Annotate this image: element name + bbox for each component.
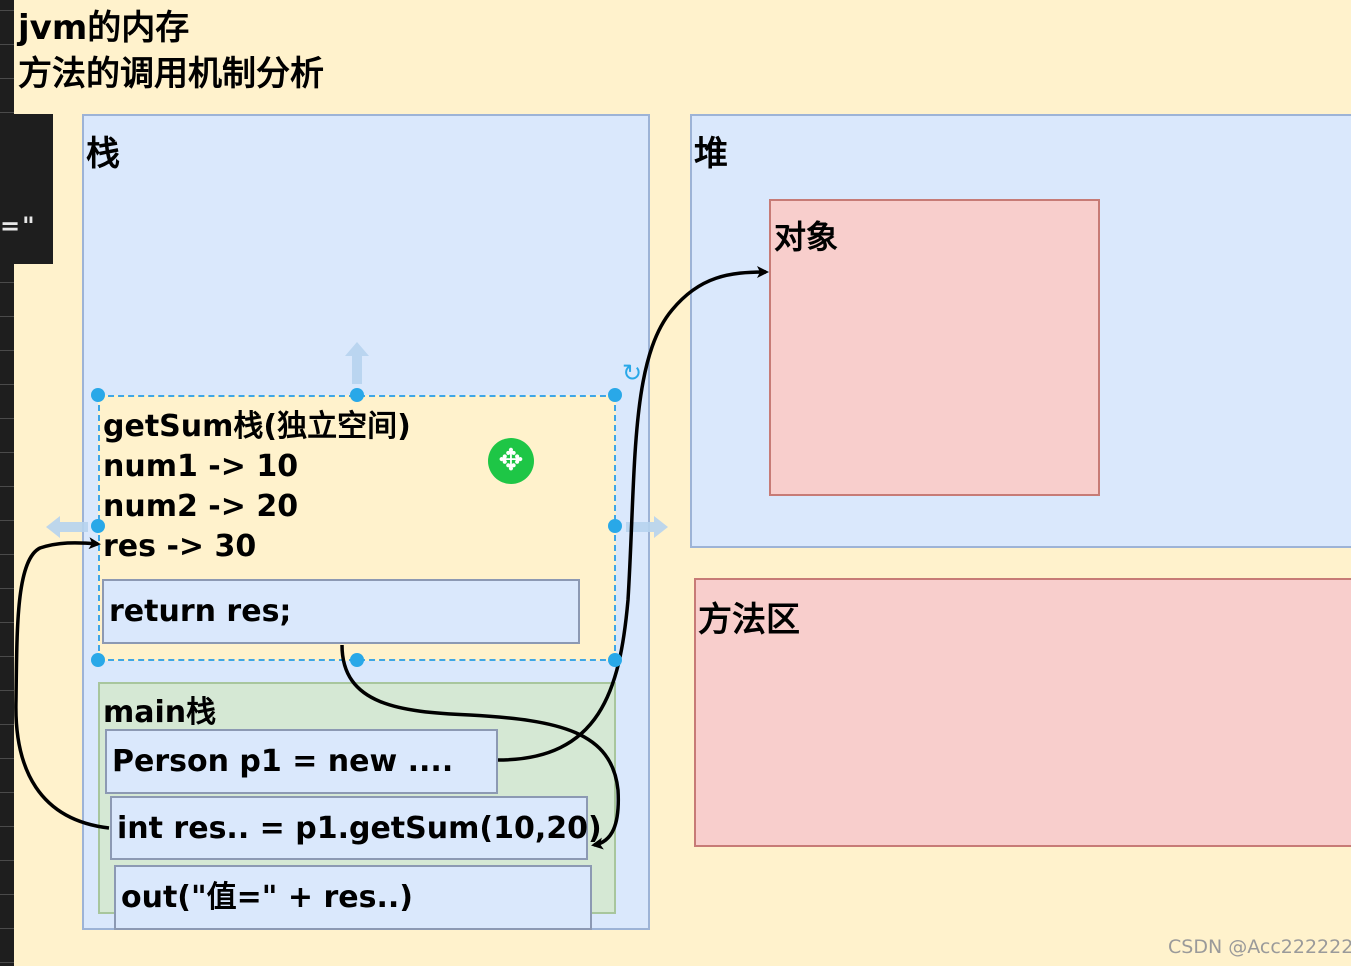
arrow-return-to-caller[interactable] <box>340 644 621 850</box>
gutter-tick <box>0 656 14 657</box>
getsum-var-num1: num1 -> 10 <box>103 449 299 484</box>
rotate-icon[interactable]: ↻ <box>622 359 643 387</box>
gutter-tick <box>0 962 14 963</box>
gutter-tick <box>0 486 14 487</box>
gutter-tick <box>0 282 14 283</box>
getsum-var-res: res -> 30 <box>103 529 257 564</box>
getsum-var-num2: num2 -> 20 <box>103 489 299 524</box>
arrow-call-to-getsum[interactable] <box>14 537 110 830</box>
gutter-tick <box>0 894 14 895</box>
selection-guide-arrows <box>46 342 668 538</box>
gutter-tick <box>0 384 14 385</box>
main-frame-title: main栈 <box>103 695 217 730</box>
gutter-tick <box>0 826 14 827</box>
main-stmt-new-person[interactable]: Person p1 = new .... <box>105 729 498 794</box>
page-title: jvm的内存 <box>18 8 190 48</box>
gutter-tick <box>0 758 14 759</box>
gutter-tick <box>0 316 14 317</box>
gutter-tick <box>0 860 14 861</box>
selection-handle-top-left[interactable] <box>91 388 105 402</box>
gutter-tick <box>0 928 14 929</box>
page-subtitle: 方法的调用机制分析 <box>18 54 324 94</box>
gutter-tick <box>0 350 14 351</box>
main-stmt-call-getsum[interactable]: int res.. = p1.getSum(10,20) <box>110 796 602 860</box>
editor-code-fragment: =" <box>0 114 53 264</box>
stack-label: 栈 <box>86 134 120 174</box>
gutter-tick <box>0 554 14 555</box>
code-text: =" <box>0 212 37 240</box>
gutter-tick <box>0 418 14 419</box>
gutter-tick <box>0 690 14 691</box>
selection-handle-right[interactable] <box>608 519 622 533</box>
selection-handle-top-right[interactable] <box>608 388 622 402</box>
main-stmt-print[interactable]: out("值=" + res..) <box>114 865 592 930</box>
gutter-tick <box>0 792 14 793</box>
heap-object-box[interactable] <box>769 199 1100 496</box>
watermark: CSDN @Acc222222 <box>1168 936 1351 958</box>
getsum-frame-title: getSum栈(独立空间) <box>103 409 411 444</box>
gutter-tick <box>0 588 14 589</box>
move-icon[interactable]: ✥ <box>488 438 534 484</box>
gutter-tick <box>0 44 14 45</box>
selection-handle-bottom-right[interactable] <box>608 653 622 667</box>
selection-handle-top[interactable] <box>350 388 364 402</box>
gutter-tick <box>0 520 14 521</box>
gutter-tick <box>0 724 14 725</box>
gutter-tick <box>0 112 14 113</box>
gutter-tick <box>0 10 14 11</box>
method-area-label: 方法区 <box>698 600 800 640</box>
selection-handle-bottom-left[interactable] <box>91 653 105 667</box>
gutter-tick <box>0 452 14 453</box>
arrow-new-to-object[interactable] <box>497 266 769 762</box>
method-area-region[interactable] <box>694 578 1351 847</box>
gutter-tick <box>0 622 14 623</box>
selection-handle-left[interactable] <box>91 519 105 533</box>
heap-label: 堆 <box>694 134 728 174</box>
gutter-tick <box>0 78 14 79</box>
selection-handle-bottom[interactable] <box>350 653 364 667</box>
heap-object-label: 对象 <box>774 218 839 256</box>
return-statement-box[interactable]: return res; <box>102 579 580 644</box>
